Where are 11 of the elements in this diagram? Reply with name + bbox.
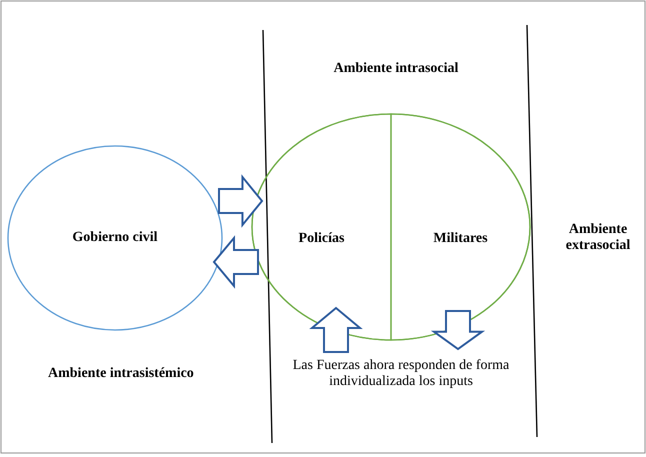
block-arrow <box>430 310 486 350</box>
node-label: Gobierno civil <box>71 230 159 246</box>
region-label: Ambiente intrasocial <box>332 61 460 77</box>
block-arrow <box>212 235 259 289</box>
block-arrow <box>218 174 264 228</box>
region-label: Ambiente extrasocial <box>564 222 632 254</box>
note-text: Las Fuerzas ahora responden de forma individualizada los inputs <box>292 358 510 390</box>
node-label: Policías <box>298 231 346 247</box>
node-label: Militares <box>432 231 489 247</box>
region-label: Ambiente intrasistémico <box>48 366 195 382</box>
block-arrow <box>309 306 363 353</box>
